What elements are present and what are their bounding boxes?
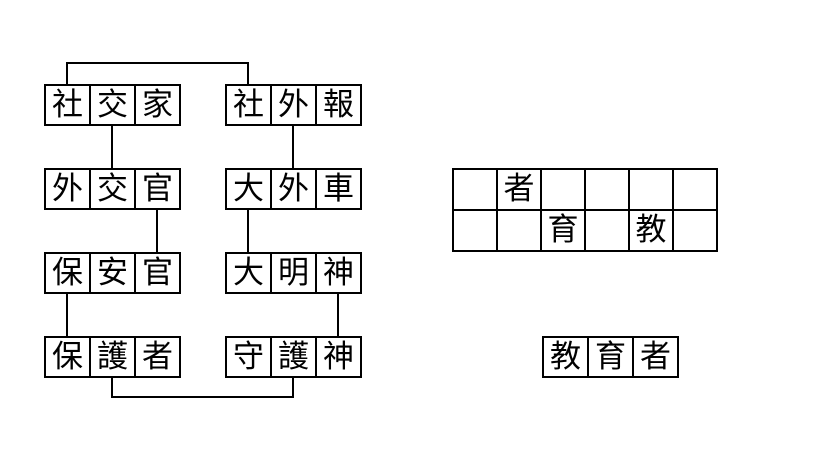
answer-grid: 者 育 教: [452, 168, 718, 252]
kanji-cell: 安: [90, 253, 135, 293]
kanji-cell: 外: [271, 169, 316, 209]
kanji-cell: 保: [45, 253, 90, 293]
kanji-cell: 社: [45, 85, 90, 125]
kanji-cell: 者: [633, 337, 678, 377]
kanji-cell: 官: [135, 253, 180, 293]
kanji-cell: 外: [271, 85, 316, 125]
answer-grid-cell-r1c6[interactable]: [673, 169, 717, 210]
kanji-cell: 外: [45, 169, 90, 209]
answer-grid-cell-r2c1[interactable]: [453, 210, 497, 251]
answer-grid-cell-r1c1[interactable]: [453, 169, 497, 210]
kanji-cell: 交: [90, 169, 135, 209]
answer-word-box: 教 育 者: [542, 336, 679, 378]
answer-grid-cell-r2c5: 教: [629, 210, 673, 251]
word-box-hogosha: 保 護 者: [44, 336, 181, 378]
connector-go-right-vertical: [292, 378, 294, 398]
answer-grid-cell-r2c6[interactable]: [673, 210, 717, 251]
word-box-shakouka: 社 交 家: [44, 84, 181, 126]
connector-ho-vertical: [66, 294, 68, 337]
connector-go-left-vertical: [111, 378, 113, 398]
answer-grid-cell-r1c2: 者: [497, 169, 541, 210]
kanji-cell: 官: [135, 169, 180, 209]
kanji-cell: 保: [45, 337, 90, 377]
connector-go-horizontal: [111, 396, 294, 398]
kanji-cell: 交: [90, 85, 135, 125]
kanji-cell: 報: [316, 85, 361, 125]
answer-grid-cell-r1c5[interactable]: [629, 169, 673, 210]
connector-sha-left-vertical: [66, 62, 68, 85]
connector-sha-horizontal: [66, 62, 249, 64]
connector-kan-vertical: [156, 210, 158, 253]
word-box-shagaihou: 社 外 報: [225, 84, 362, 126]
word-box-daigaisha: 大 外 車: [225, 168, 362, 210]
kanji-cell: 大: [226, 169, 271, 209]
connector-shin-vertical: [337, 294, 339, 337]
kanji-cell: 大: [226, 253, 271, 293]
word-box-daimyoujin: 大 明 神: [225, 252, 362, 294]
kanji-cell: 者: [135, 337, 180, 377]
kanji-cell: 護: [271, 337, 316, 377]
kanji-cell: 育: [588, 337, 633, 377]
kanji-cell: 社: [226, 85, 271, 125]
kanji-cell: 家: [135, 85, 180, 125]
kanji-cell: 護: [90, 337, 135, 377]
answer-grid-cell-r2c4[interactable]: [585, 210, 629, 251]
connector-dai-vertical: [247, 210, 249, 253]
word-box-hoankan: 保 安 官: [44, 252, 181, 294]
word-box-gaikoukan: 外 交 官: [44, 168, 181, 210]
connector-gai-vertical: [292, 126, 294, 169]
answer-grid-cell-r1c3[interactable]: [541, 169, 585, 210]
kanji-cell: 車: [316, 169, 361, 209]
answer-grid-cell-r2c3: 育: [541, 210, 585, 251]
kanji-cell: 教: [543, 337, 588, 377]
answer-grid-cell-r2c2[interactable]: [497, 210, 541, 251]
connector-sha-right-vertical: [247, 62, 249, 85]
kanji-cell: 神: [316, 337, 361, 377]
kanji-cell: 守: [226, 337, 271, 377]
connector-kou-vertical: [111, 126, 113, 169]
word-box-shugoshin: 守 護 神: [225, 336, 362, 378]
kanji-cell: 明: [271, 253, 316, 293]
kanji-cell: 神: [316, 253, 361, 293]
answer-grid-cell-r1c4[interactable]: [585, 169, 629, 210]
